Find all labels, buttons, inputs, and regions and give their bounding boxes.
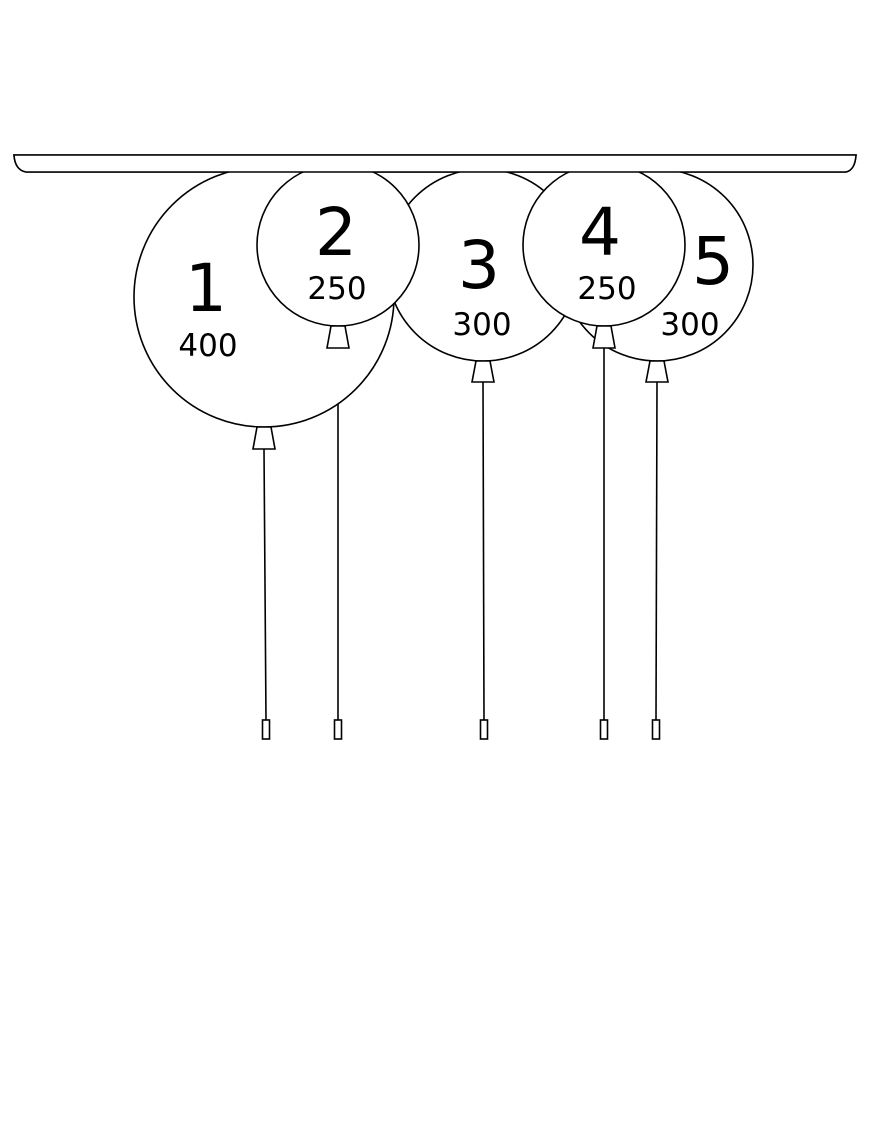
balloon-1-size: 400: [178, 328, 237, 364]
balloon-5-number: 5: [692, 223, 734, 300]
balloon-3-number: 3: [458, 227, 500, 304]
balloon-5-size: 300: [660, 307, 719, 343]
string-5: [655, 381, 658, 721]
balloon-1-number: 1: [185, 250, 227, 327]
balloon-2: [256, 163, 420, 349]
balloon-2-knot: [326, 325, 350, 349]
balloon-2-number: 2: [315, 194, 357, 271]
balloon-4-number: 4: [579, 194, 621, 271]
string-1: [263, 448, 267, 721]
balloon-4-knot: [592, 325, 616, 349]
weight-4: [599, 719, 609, 740]
string-3: [482, 381, 485, 721]
weight-5: [651, 719, 661, 740]
balloon-2-size: 250: [307, 271, 366, 307]
ceiling-plate-edge: [13, 154, 857, 173]
strings: [261, 348, 661, 740]
balloon-1-knot: [252, 426, 276, 450]
balloon-4-size: 250: [577, 271, 636, 307]
weight-1: [261, 719, 271, 740]
balloon-3-size: 300: [452, 307, 511, 343]
labels: 1 400 2 250 3 300 4 250 5 300: [178, 194, 734, 364]
weight-2: [333, 719, 343, 740]
balloon-3-knot: [471, 360, 495, 383]
weight-3: [479, 719, 489, 740]
balloon-5-knot: [645, 360, 669, 383]
